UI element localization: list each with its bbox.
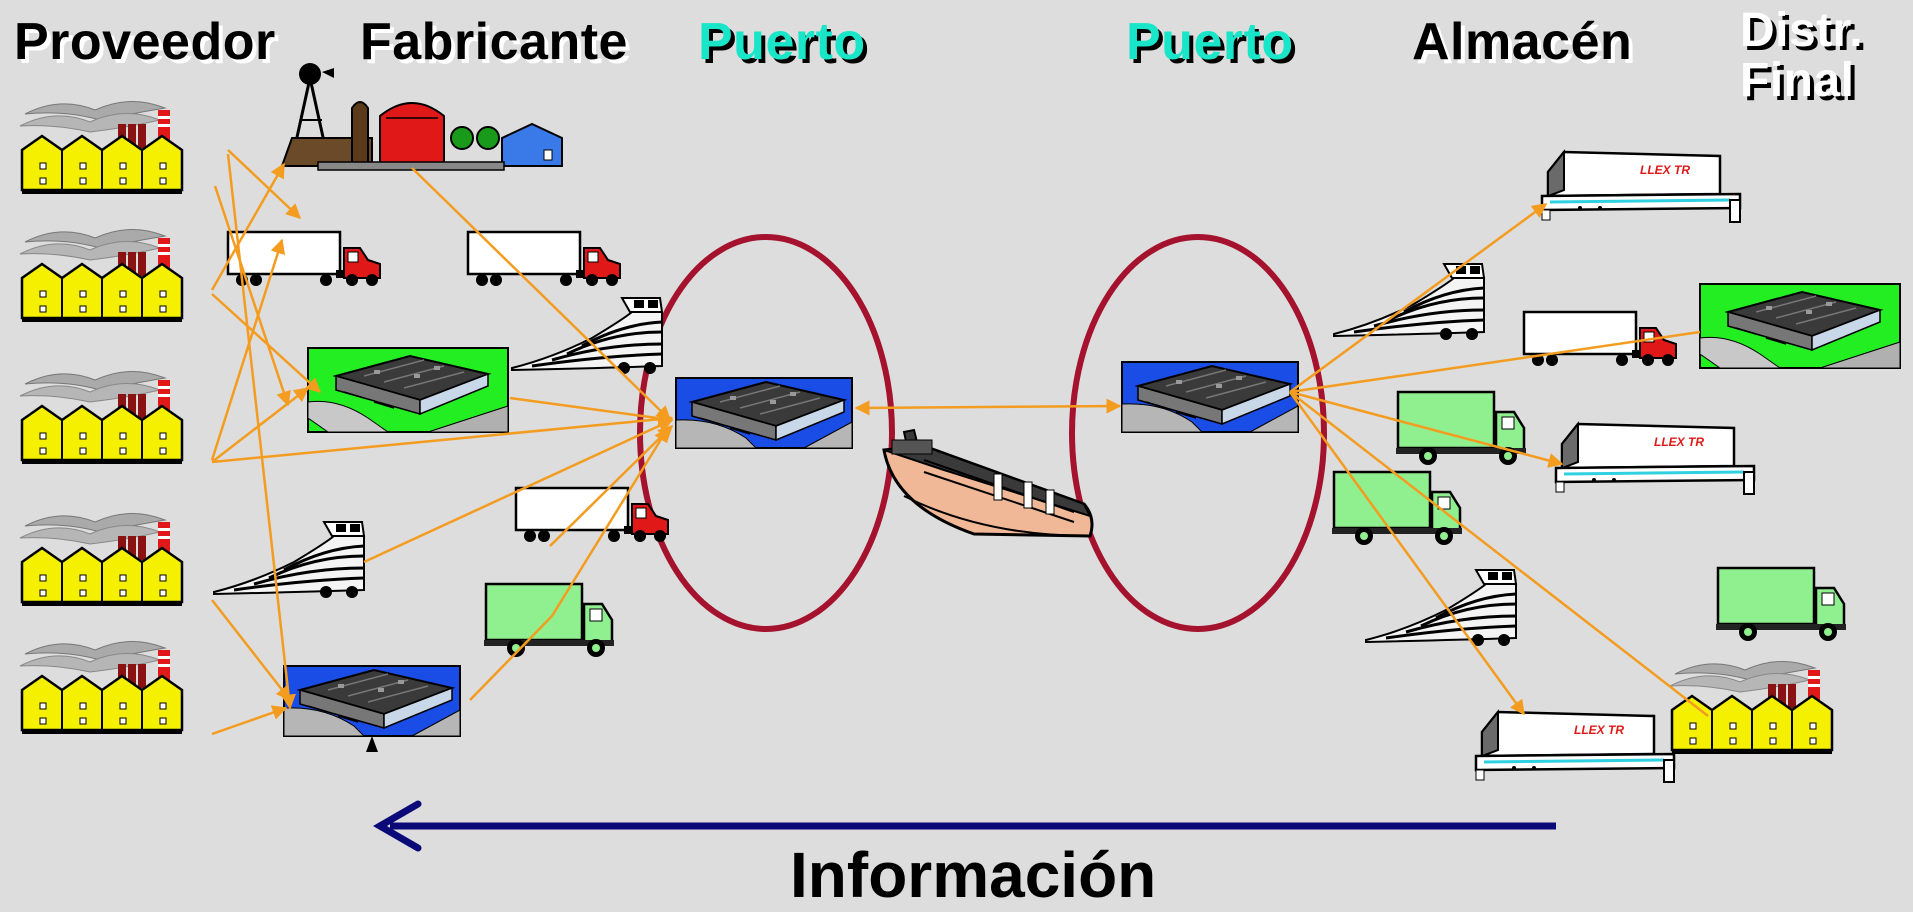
header-proveedor: Proveedor — [14, 13, 276, 71]
header-distr-final: Distr. Final — [1740, 4, 1864, 108]
port-ellipse-right — [1069, 234, 1327, 632]
warehouse-icon — [1700, 284, 1900, 368]
train-icon — [212, 520, 366, 600]
warehouse-icon — [308, 348, 508, 432]
factory-icon — [18, 370, 184, 466]
header-almacen: Almacén — [1412, 13, 1633, 71]
port-ellipse-left — [637, 234, 895, 632]
flow-arrows — [210, 149, 1709, 736]
farm-icon — [280, 63, 563, 171]
box-truck-icon — [1714, 566, 1848, 643]
port-warehouse-icon — [676, 378, 852, 448]
header-fabricante: Fabricante — [360, 13, 628, 71]
header-distr-line2: Final — [1740, 54, 1855, 108]
information-label: Información — [790, 839, 1157, 911]
factory-icon — [1668, 660, 1834, 756]
train-icon — [1364, 568, 1518, 648]
factory-icon — [18, 100, 184, 196]
port-warehouse-icon — [1122, 362, 1298, 432]
port-warehouse-icon — [284, 666, 460, 736]
header-puerto-2: Puerto — [1126, 13, 1294, 71]
semi-truck-icon — [226, 230, 382, 288]
trailer-icon — [1540, 150, 1742, 224]
factory-icon — [18, 640, 184, 736]
header-puerto-1: Puerto — [698, 13, 866, 71]
trailer-icon — [1554, 422, 1756, 496]
train-icon — [510, 296, 664, 376]
pointer-marker — [366, 736, 378, 752]
cargo-ship-icon — [882, 428, 1094, 538]
trailer-icon — [1474, 710, 1676, 784]
box-truck-icon — [1394, 390, 1528, 467]
box-truck-icon — [1330, 470, 1464, 547]
semi-truck-icon — [466, 230, 622, 288]
factory-icon — [18, 228, 184, 324]
train-icon — [1332, 262, 1486, 342]
header-distr-line1: Distr. — [1740, 4, 1864, 57]
information-arrow-head — [373, 800, 422, 852]
factory-icon — [18, 512, 184, 608]
